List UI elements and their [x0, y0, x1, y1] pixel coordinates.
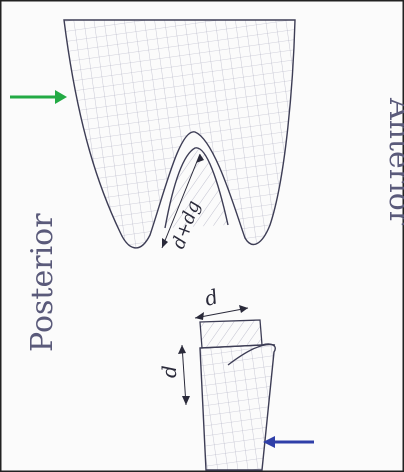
dimension-lower-height-label: d [157, 365, 181, 378]
lower-block-back [200, 320, 262, 348]
anterior-label: Anterior [382, 97, 404, 226]
dimension-lower-width [195, 305, 248, 320]
arrow-left-icon [263, 436, 314, 448]
lower-block-front [200, 344, 275, 470]
dimension-lower-width-label: d [202, 284, 221, 310]
arrow-right-icon [10, 90, 67, 104]
posterior-label: Posterior [25, 213, 60, 352]
